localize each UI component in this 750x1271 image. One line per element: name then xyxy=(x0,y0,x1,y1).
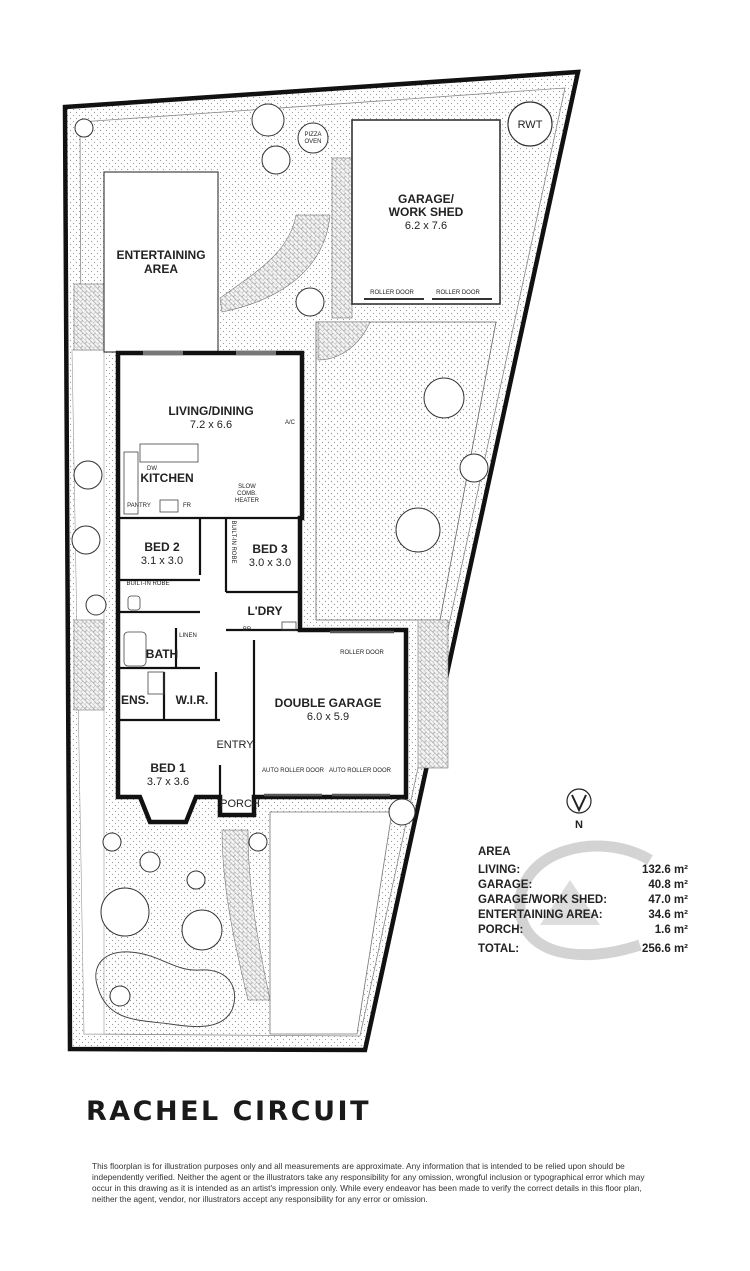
laundry-label: L'DRY xyxy=(247,604,282,618)
laundry-trough xyxy=(281,621,297,631)
logo-watermark xyxy=(514,840,653,961)
pizza-oven xyxy=(297,122,329,154)
rwt-label: RWT xyxy=(518,119,543,131)
north-label: N xyxy=(575,819,583,831)
area-row-label: LIVING: xyxy=(478,864,521,876)
disclaimer-text: This floorplan is for illustration purpo… xyxy=(92,1161,645,1204)
double-garage-label: DOUBLE GARAGE xyxy=(275,696,382,710)
area-row-value: 1.6 m² xyxy=(654,924,688,936)
shed-label: GARAGE/ xyxy=(398,192,455,206)
kitchen-island xyxy=(139,443,199,463)
area-table: AREA LIVING: 132.6 m² GARAGE: 40.8 m² GA… xyxy=(478,846,688,957)
area-row-value: 47.0 m² xyxy=(648,894,688,906)
area-row-label: GARAGE: xyxy=(478,879,533,891)
bed1-dims: 3.7 x 3.6 xyxy=(147,776,189,788)
bed1-label: BED 1 xyxy=(150,761,186,775)
paving-right xyxy=(417,619,449,769)
area-row-label: ENTERTAINING AREA: xyxy=(478,909,603,921)
double-garage-dims: 6.0 x 5.9 xyxy=(307,711,349,723)
garden-path xyxy=(219,214,331,313)
garage-work-shed xyxy=(351,119,501,305)
entertaining-label: ENTERTAINING xyxy=(116,248,205,262)
bed3-dims: 3.0 x 3.0 xyxy=(249,557,291,569)
fr-label: FR xyxy=(183,503,192,509)
area-row-value: 132.6 m² xyxy=(641,864,688,876)
shed-door-label-1: ROLLER DOOR xyxy=(370,290,414,296)
wir-label: W.I.R. xyxy=(176,693,209,707)
kitchen-label: KITCHEN xyxy=(140,471,193,485)
shed-door-label-2: ROLLER DOOR xyxy=(436,290,480,296)
area-row-value: 34.6 m² xyxy=(648,909,688,921)
living-label: LIVING/DINING xyxy=(168,404,253,418)
area-total-value: 256.6 m² xyxy=(641,943,688,955)
toilet xyxy=(127,595,141,611)
heater-label-2: COMB. xyxy=(237,491,257,497)
linen-label: LINEN xyxy=(179,633,197,639)
garage-door-label-2: AUTO ROLLER DOOR xyxy=(329,768,392,774)
shower xyxy=(147,671,165,695)
north-arrow: N xyxy=(566,788,592,831)
paving-shed xyxy=(331,157,353,319)
heater-label-3: HEATER xyxy=(235,498,260,504)
area-row-label: GARAGE/WORK SHED: xyxy=(478,894,608,906)
bath-label: BATH xyxy=(146,647,178,661)
bed2-label: BED 2 xyxy=(144,540,180,554)
pizza-label-2: OVEN xyxy=(304,139,321,145)
tree-shrubs xyxy=(71,103,489,1007)
area-heading: AREA xyxy=(478,846,511,858)
bed3-robe-label: BUILT-IN ROBE xyxy=(230,521,236,564)
area-total-label: TOTAL: xyxy=(478,943,520,955)
ens-label: ENS. xyxy=(121,693,149,707)
shed-label-2: WORK SHED xyxy=(389,205,464,219)
garage-door-label-1: AUTO ROLLER DOOR xyxy=(262,768,325,774)
lawn-front xyxy=(269,811,393,1035)
bath-tub xyxy=(123,631,147,667)
garage-rear-door-label: ROLLER DOOR xyxy=(340,650,384,656)
pantry-label: PANTRY xyxy=(127,503,151,509)
bed2-robe-label: BUILT-IN ROBE xyxy=(127,581,170,587)
entertaining-label-2: AREA xyxy=(144,262,178,276)
entertaining-area xyxy=(103,171,219,353)
street-title: RACHEL CIRCUIT xyxy=(86,1096,372,1127)
living-dims: 7.2 x 6.6 xyxy=(190,419,232,431)
house-footprint xyxy=(115,350,409,825)
kitchen-sink xyxy=(159,499,179,513)
entry-label: ENTRY xyxy=(216,739,254,751)
area-row-porch: PORCH: 1.6 m² xyxy=(478,923,688,938)
rear-path xyxy=(317,321,371,361)
bed2-dims: 3.1 x 3.0 xyxy=(141,555,183,567)
paving-left-1 xyxy=(73,283,105,351)
front-path xyxy=(221,829,271,1001)
br-label: BR xyxy=(243,627,252,633)
internal-walls xyxy=(120,516,300,797)
garden-pond xyxy=(95,951,236,1028)
area-row-entertaining: ENTERTAINING AREA: 34.6 m² xyxy=(478,908,688,923)
paving-left-2 xyxy=(73,619,105,711)
heater-label: SLOW xyxy=(238,484,256,490)
pizza-label: PIZZA xyxy=(304,132,321,138)
porch-label: PORCH xyxy=(220,798,260,810)
floor-plan: ENTERTAINING AREA GARAGE/ WORK SHED 6.2 … xyxy=(62,69,653,1053)
area-row-living: LIVING: 132.6 m² xyxy=(478,863,688,878)
area-row-value: 40.8 m² xyxy=(648,879,688,891)
area-row-garage: GARAGE: 40.8 m² xyxy=(478,878,688,893)
bed3-label: BED 3 xyxy=(252,542,288,556)
rainwater-tank xyxy=(507,101,553,147)
kitchen-bench xyxy=(123,451,139,515)
shed-dims: 6.2 x 7.6 xyxy=(405,220,447,232)
area-row-total: TOTAL: 256.6 m² xyxy=(478,942,688,957)
ac-label: A/C xyxy=(285,420,296,426)
dw-label: DW xyxy=(147,466,157,472)
area-row-shed: GARAGE/WORK SHED: 47.0 m² xyxy=(478,893,688,908)
area-row-label: PORCH: xyxy=(478,924,524,936)
